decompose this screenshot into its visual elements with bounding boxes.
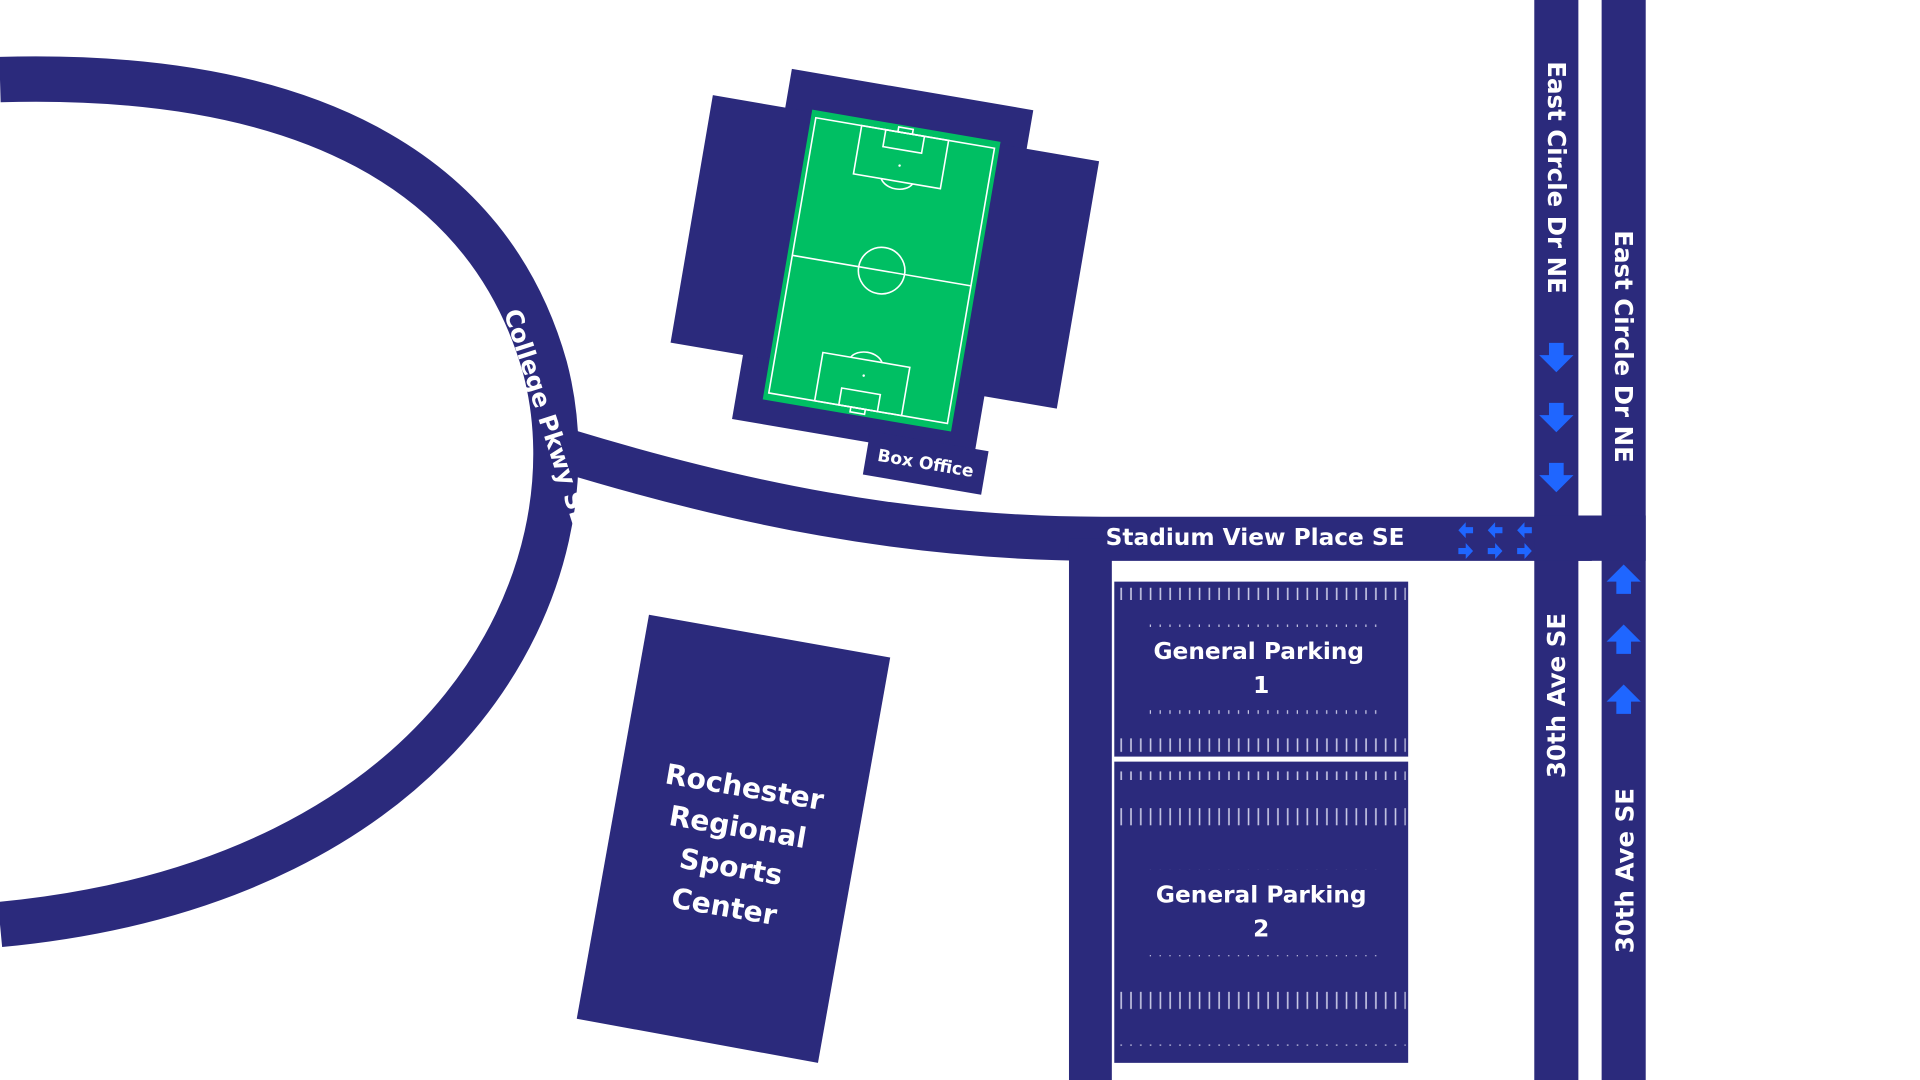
parking-lot-1[interactable]: General Parking 1: [1114, 581, 1409, 757]
parking-lot-2[interactable]: General Parking 2: [1114, 761, 1409, 1063]
stadium-view-road: [559, 429, 1592, 561]
lot-divider: [1114, 756, 1409, 762]
box-office[interactable]: Box Office: [862, 431, 989, 495]
parking-1-number: 1: [1253, 672, 1269, 699]
parking-2-label: General Parking: [1156, 881, 1367, 908]
parking-2-number: 2: [1253, 916, 1269, 943]
parking-1-label: General Parking: [1153, 638, 1364, 665]
soccer-field: [762, 109, 1001, 432]
stadium[interactable]: [660, 57, 1106, 473]
30th-ave-label-1: 30th Ave SE: [1542, 613, 1571, 778]
parking-access-road: [1068, 538, 1112, 1080]
college-pkwy-road: [0, 56, 579, 948]
road-connector: [1534, 515, 1646, 561]
sports-center[interactable]: Rochester Regional Sports Center: [576, 614, 891, 1063]
east-circle-label-2: East Circle Dr NE: [1609, 230, 1638, 463]
east-circle-label-1: East Circle Dr NE: [1542, 61, 1571, 294]
30th-ave-label-2: 30th Ave SE: [1610, 788, 1639, 953]
stadium-view-label: Stadium View Place SE: [1106, 524, 1405, 551]
